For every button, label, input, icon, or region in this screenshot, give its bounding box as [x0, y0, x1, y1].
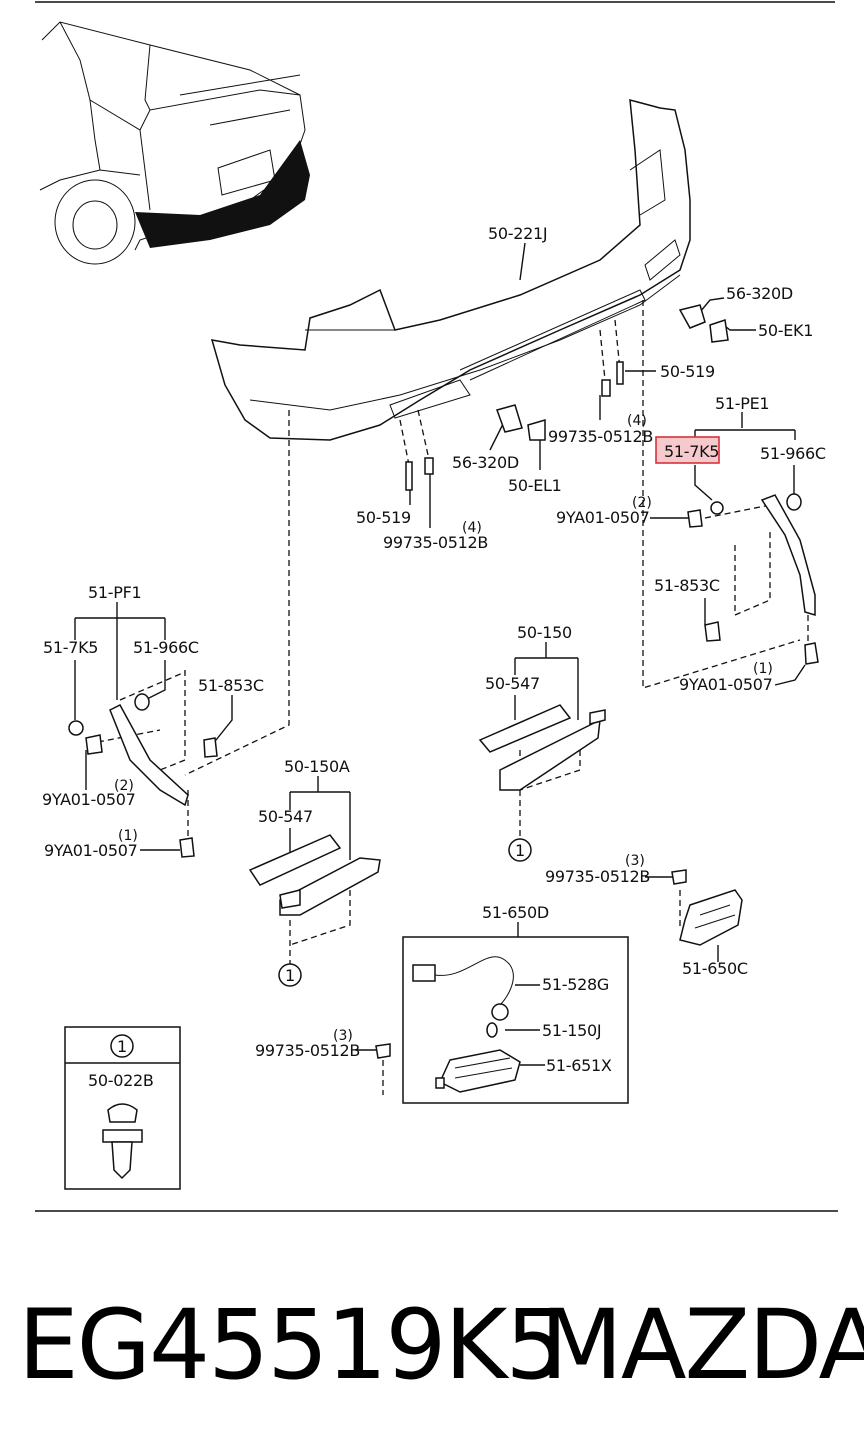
- label-bolt-l-bottom: 9YA01-0507: [44, 841, 138, 860]
- label-screw-l-qty: (4): [462, 520, 482, 536]
- label-lamp-unit: 51-651X: [546, 1056, 612, 1075]
- label-bolt-l-top-qty: (2): [114, 778, 134, 794]
- label-stay-r: 50-150: [517, 623, 572, 642]
- leader-lines: [74, 242, 806, 1066]
- hardware-parts: [68, 304, 819, 1059]
- label-seal-l: 51-7K5: [43, 638, 98, 657]
- footer: EG45519K5 MAZDA: [0, 1290, 864, 1410]
- label-pad-l: 50-547: [258, 807, 313, 826]
- label-bracket-c-clip: 50-EL1: [508, 476, 562, 495]
- label-bracket-r-top: 56-320D: [726, 284, 793, 303]
- label-screw-l: 99735-0512B: [383, 533, 488, 552]
- label-bumper: 50-221J: [488, 224, 547, 243]
- label-stay-l: 50-150A: [284, 757, 350, 776]
- label-lamp-screw-qty: (3): [333, 1028, 353, 1044]
- bumper-cover: [210, 98, 691, 441]
- lamp-assembly-box: [402, 936, 629, 1104]
- label-moulding-l: 51-PF1: [88, 583, 141, 602]
- label-lamp-r: 51-650C: [682, 959, 748, 978]
- label-harness: 51-528G: [542, 975, 609, 994]
- parts-diagram: 1 1 1 50-221J 56-320D 50-EK1 50-519 56-3…: [35, 1, 838, 1212]
- label-bolt-r-top: 9YA01-0507: [556, 508, 650, 527]
- part-labels: 50-221J 56-320D 50-EK1 50-519 56-320D (4…: [42, 224, 826, 1090]
- clip-legend-box: [64, 1026, 181, 1190]
- label-pad-r: 50-547: [485, 674, 540, 693]
- label-nut-r: 51-853C: [654, 576, 720, 595]
- label-lamp-screw: 99735-0512B: [255, 1041, 360, 1060]
- stays: [248, 704, 606, 916]
- ref-circles: 1 1 1: [110, 838, 532, 1058]
- label-screw-c-qty: (4): [627, 413, 647, 429]
- label-bolt-r-bottom-qty: (1): [753, 661, 773, 677]
- label-clip: 50-022B: [88, 1071, 154, 1090]
- label-bracket-c: 56-320D: [452, 453, 519, 472]
- label-bolt-l-bottom-qty: (1): [118, 828, 138, 844]
- label-lamp-assy: 51-650D: [482, 903, 549, 922]
- label-bolt-r-top-qty: (2): [632, 495, 652, 511]
- bumper-shade: [135, 140, 310, 248]
- label-lamp-r-screw: 99735-0512B: [545, 867, 650, 886]
- label-screw-c: 99735-0512B: [548, 427, 653, 446]
- label-bracket-r-clip: 50-EK1: [758, 321, 813, 340]
- label-lamp-r-screw-qty: (3): [625, 853, 645, 869]
- ref-number: 1: [117, 1037, 127, 1056]
- label-nut-l: 51-853C: [198, 676, 264, 695]
- label-pin-l: 50-519: [356, 508, 411, 527]
- label-cap-l: 51-966C: [133, 638, 199, 657]
- side-lamp-right: [679, 889, 743, 946]
- label-bolt-r-bottom: 9YA01-0507: [679, 675, 773, 694]
- ref-number: 1: [285, 966, 295, 985]
- side-lamp-right-lines: [694, 904, 736, 929]
- side-mouldings: [109, 494, 816, 807]
- label-bulb: 51-150J: [542, 1021, 601, 1040]
- label-pin-r: 50-519: [660, 362, 715, 381]
- part-number: EG45519K5: [18, 1289, 566, 1401]
- label-bolt-l-top: 9YA01-0507: [42, 790, 136, 809]
- label-moulding-r: 51-PE1: [715, 394, 769, 413]
- highlight-box: [655, 436, 720, 464]
- label-seal-r: 51-7K5: [664, 442, 719, 461]
- ref-number: 1: [515, 841, 525, 860]
- label-cap-r: 51-966C: [760, 444, 826, 463]
- brand-name: MAZDA: [540, 1289, 864, 1401]
- vehicle-outline: [39, 21, 310, 265]
